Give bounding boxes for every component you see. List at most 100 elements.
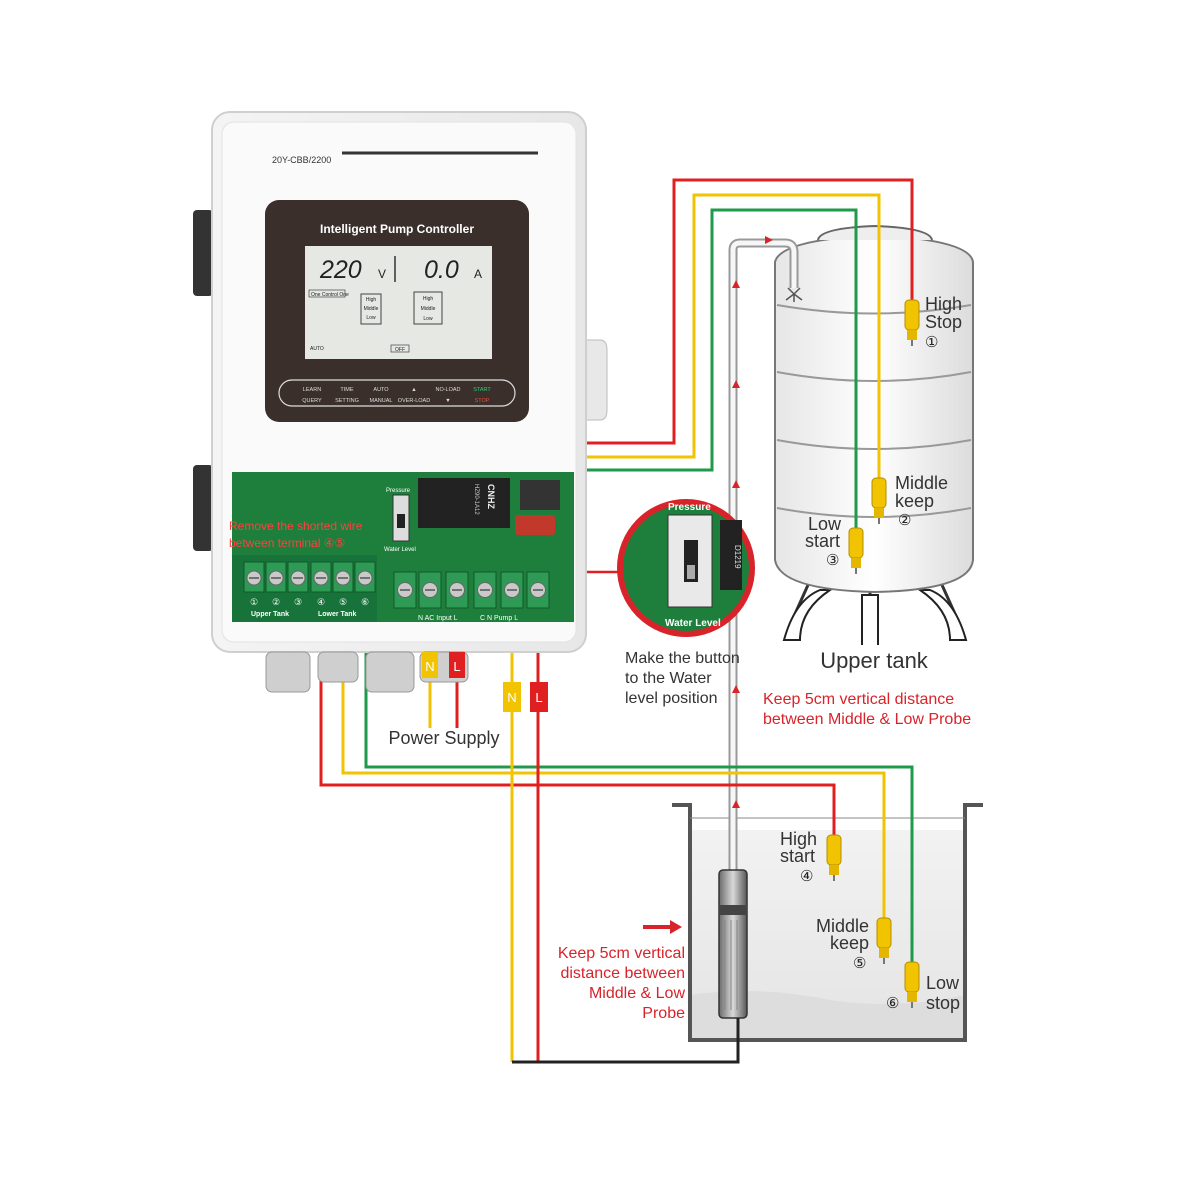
- label-middle-keep-num: ②: [898, 512, 911, 529]
- lcd-current: 0.0: [424, 256, 459, 284]
- zoom-caption-1: Make the button: [625, 650, 740, 667]
- label-middle-keep-2: keep: [895, 491, 934, 511]
- ac-input-label: N AC Input L: [418, 615, 458, 622]
- label-middle-keep-1: Middle: [895, 473, 948, 493]
- panel-button[interactable]: QUERY: [302, 398, 322, 404]
- terminal-number: ⑥: [361, 597, 369, 607]
- label-middle-keep-lower-num: ⑤: [853, 955, 866, 972]
- probe-body: [876, 917, 892, 949]
- zoom-pressure: Pressure: [668, 502, 711, 513]
- model-number: 20Y-CBB/2200: [272, 155, 331, 165]
- lcd-level: Low: [366, 315, 376, 321]
- panel-button[interactable]: LEARN: [303, 387, 321, 393]
- probe-tip: [851, 558, 861, 568]
- probe-body: [848, 527, 864, 559]
- lcd-level: Middle: [421, 306, 436, 312]
- hinge-top: [193, 210, 213, 296]
- probe-middle-keep: [871, 477, 887, 524]
- panel-button[interactable]: STOP: [475, 398, 490, 404]
- label-low-stop-2: stop: [926, 993, 960, 1013]
- wire-middle-keep-lower: [341, 595, 886, 918]
- terminal-number: ⑤: [339, 597, 347, 607]
- probe-tip: [907, 330, 917, 340]
- lcd-auto: AUTO: [310, 346, 324, 352]
- probe-tip: [874, 508, 884, 518]
- panel-button[interactable]: OVER-LOAD: [398, 398, 430, 404]
- probe-body: [871, 477, 887, 509]
- probe-high-start: [826, 834, 842, 881]
- upper-note-1: Keep 5cm vertical distance: [763, 691, 954, 708]
- lcd-current-unit: A: [474, 267, 482, 281]
- capacitor: [515, 515, 555, 535]
- lcd-level: High: [366, 297, 377, 303]
- upper-tank-terminal-label: Upper Tank: [251, 611, 289, 618]
- label-high-start-1: High: [780, 829, 817, 849]
- lcd-upper-levels: High Middle Low: [360, 293, 382, 325]
- power-n-tag: N: [425, 659, 434, 674]
- lcd-level: Low: [423, 316, 433, 322]
- panel-buttons: LEARN TIME AUTO ▲ NO-LOAD START QUERY SETTING MA…: [302, 387, 491, 404]
- probe-high-stop: [904, 299, 920, 346]
- label-low-stop-1: Low: [926, 973, 960, 993]
- probe-middle-keep-lower: [876, 917, 892, 964]
- relay-brand: CNHZ: [486, 484, 496, 509]
- panel-button[interactable]: START: [473, 387, 491, 393]
- label-low-start-num: ③: [826, 552, 839, 569]
- pump-l-tag: L: [535, 690, 542, 705]
- panel-button[interactable]: AUTO: [373, 387, 389, 393]
- panel-button[interactable]: ▼: [445, 398, 450, 404]
- panel-title: Intelligent Pump Controller: [320, 222, 474, 236]
- probe-body: [826, 834, 842, 866]
- label-middle-keep-lower-1: Middle: [816, 916, 869, 936]
- relay: [418, 478, 510, 528]
- terminal-number: ①: [250, 597, 258, 607]
- lower-note-1: Keep 5cm vertical: [558, 945, 685, 962]
- pump-cable: [512, 1018, 740, 1064]
- pump-terminal-label: C N Pump L: [480, 615, 518, 622]
- lcd-lower-levels: High Middle Low: [413, 291, 443, 325]
- upper-tank: Upper tank: [774, 224, 974, 673]
- relay-model: HZ90-1A12: [473, 484, 479, 515]
- lcd-screen: [305, 246, 492, 359]
- hinge-bottom: [193, 465, 213, 551]
- button-strip: [278, 379, 516, 407]
- panel-button[interactable]: NO-LOAD: [435, 387, 460, 393]
- lcd-voltage-unit: V: [378, 267, 386, 281]
- power-supply-label: Power Supply: [388, 728, 499, 748]
- lower-tank-terminal-label: Lower Tank: [318, 611, 356, 618]
- probe-low-start: [848, 527, 864, 574]
- zoom-chip: D1219: [733, 545, 742, 569]
- submersible-pump: [718, 869, 748, 1019]
- lcd-off: OFF: [395, 347, 405, 353]
- label-high-stop-1: High: [925, 294, 962, 314]
- power-l-tag: L: [453, 659, 460, 674]
- zoom-caption-3: level position: [625, 690, 718, 707]
- zoom-detail: Pressure Water Level D1219 Make the butt…: [617, 499, 755, 707]
- panel-button[interactable]: MANUAL: [370, 398, 393, 404]
- upper-probe-labels: High Stop ① Middle keep ② Low start ③ Ke…: [763, 294, 971, 728]
- pump-n-tag: N: [507, 690, 516, 705]
- lower-probe-labels: High start ④ Middle keep ⑤ Low stop ⑥ Ke…: [558, 829, 960, 1022]
- panel-button[interactable]: SETTING: [335, 398, 359, 404]
- panel-button[interactable]: TIME: [340, 387, 353, 393]
- upper-tank-label: Upper tank: [820, 648, 929, 673]
- label-high-stop-num: ①: [925, 334, 938, 351]
- probe-tip: [907, 992, 917, 1002]
- lower-note-2: distance between: [560, 965, 685, 982]
- zoom-caption-2: to the Water: [625, 670, 712, 687]
- label-middle-keep-lower-2: keep: [830, 933, 869, 953]
- probe-body: [904, 961, 920, 993]
- probe-tip: [829, 865, 839, 875]
- lcd-level: High: [423, 296, 434, 302]
- board-pressure: Pressure: [386, 488, 411, 494]
- terminal-number: ②: [272, 597, 280, 607]
- label-high-start-2: start: [780, 846, 815, 866]
- wire-high-start: [319, 595, 836, 835]
- zoom-water-level: Water Level: [665, 618, 721, 629]
- water-pipe: [728, 236, 803, 1018]
- remove-note-1: Remove the shorted wire: [229, 519, 363, 533]
- label-high-start-num: ④: [800, 868, 813, 885]
- lcd-mode: One Control One: [311, 292, 349, 298]
- probe-body: [904, 299, 920, 331]
- panel-button[interactable]: ▲: [411, 387, 416, 393]
